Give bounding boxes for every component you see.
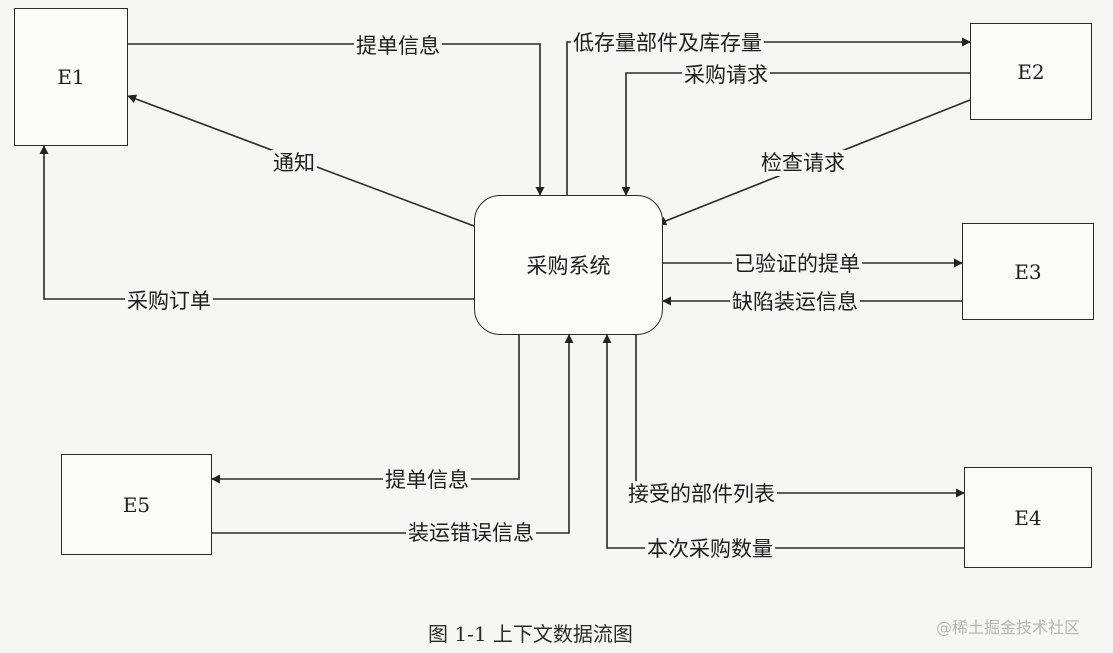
flow-label-low-stock-parts: 低存量部件及库存量 [571, 30, 764, 56]
entity-e5-label: E5 [122, 492, 151, 517]
entity-e4: E4 [964, 467, 1092, 568]
entity-e2-label: E2 [1017, 59, 1045, 84]
flow-low-stock-arrow [566, 37, 971, 195]
process-purchasing-system: 采购系统 [474, 195, 663, 335]
flow-accepted-parts-arrow [635, 335, 965, 498]
watermark: @稀土掘金技术社区 [936, 618, 1081, 637]
flow-label-purchase-order: 采购订单 [125, 288, 213, 314]
flow-label-defect-shipping-info: 缺陷装运信息 [730, 289, 860, 315]
flow-label-notice: 通知 [271, 150, 317, 176]
flow-label-accepted-parts-list: 接受的部件列表 [626, 481, 777, 507]
flow-label-shipping-error-info: 装运错误信息 [406, 520, 536, 546]
entity-e1: E1 [14, 8, 128, 146]
entity-e3-label: E3 [1014, 259, 1042, 284]
entity-e2: E2 [970, 23, 1092, 120]
process-label: 采购系统 [526, 254, 611, 278]
flow-purchase-quantity-arrow [602, 334, 964, 549]
entity-e5: E5 [61, 454, 212, 555]
flow-label-e1-bill-info: 提单信息 [354, 33, 442, 59]
entity-e1-label: E1 [57, 65, 85, 89]
flow-purchase-request-arrow [621, 72, 970, 196]
flow-label-e5-bill-info: 提单信息 [383, 467, 471, 493]
flow-label-purchase-request: 采购请求 [682, 62, 770, 88]
flow-shipping-error-arrow [212, 334, 574, 534]
flow-label-check-request: 检查请求 [759, 150, 847, 176]
entity-e4-label: E4 [1014, 505, 1042, 530]
flow-e1-bill-info-arrow [127, 43, 545, 196]
entity-e3: E3 [962, 223, 1094, 320]
figure-caption: 图 1-1 上下文数据流图 [428, 622, 633, 646]
flow-purchase-order-arrow [39, 145, 474, 300]
flow-e5-bill-info-arrow [211, 335, 520, 484]
flow-label-verified-bill: 已验证的提单 [732, 251, 862, 277]
flow-label-purchase-quantity: 本次采购数量 [645, 536, 775, 562]
